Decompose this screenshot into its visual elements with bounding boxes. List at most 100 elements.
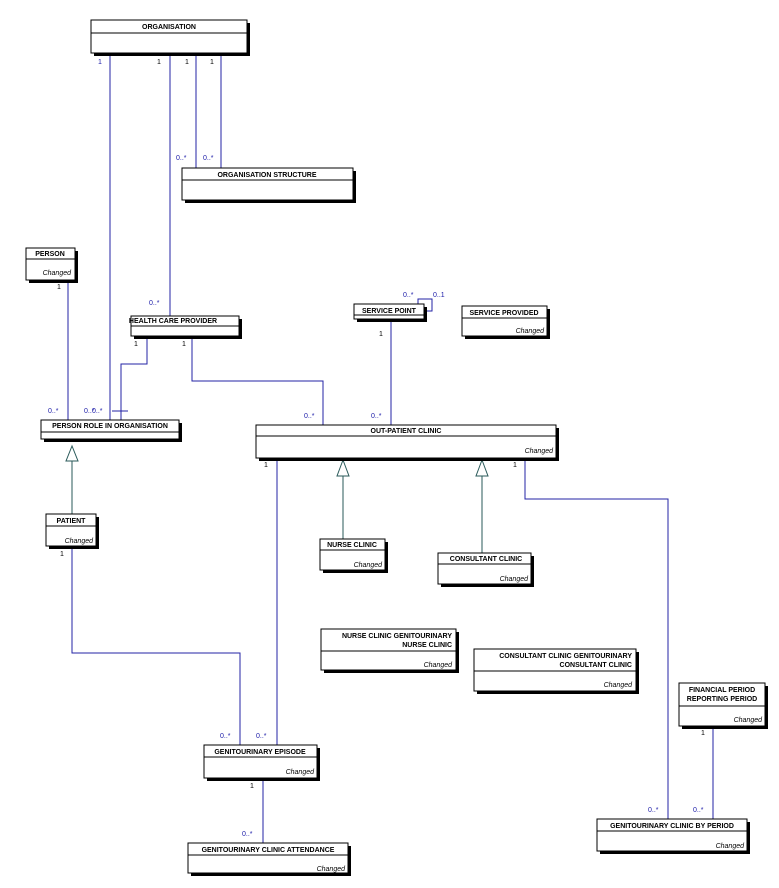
entity-organisation-structure[interactable]: ORGANISATION STRUCTURE bbox=[181, 167, 356, 203]
entity-consultant-clinic-genitourinary[interactable]: CONSULTANT CLINIC GENITOURINARY CONSULTA… bbox=[473, 648, 639, 694]
svg-text:1: 1 bbox=[157, 59, 161, 66]
svg-text:0..*: 0..* bbox=[48, 408, 59, 415]
entity-outpatient-clinic-status: Changed bbox=[525, 448, 555, 455]
svg-text:1: 1 bbox=[250, 783, 254, 790]
entity-outpatient-clinic-title: OUT-PATIENT CLINIC bbox=[371, 428, 442, 435]
entity-person-role-in-organisation[interactable]: PERSON ROLE IN ORGANISATION bbox=[40, 419, 182, 442]
entity-nurse-clinic-genitourinary[interactable]: NURSE CLINIC GENITOURINARY NURSE CLINIC … bbox=[320, 628, 459, 673]
svg-text:OUT-PATIENT CLINIC: OUT-PATIENT CLINIC bbox=[371, 428, 442, 435]
entity-nurse-clinic-gu-status: Changed bbox=[424, 662, 454, 669]
rel-hcp-outpatient-clinic[interactable] bbox=[191, 337, 324, 425]
mult-opc-one-period: 1 bbox=[513, 462, 517, 469]
entity-financial-period-title-2: REPORTING PERIOD bbox=[687, 696, 757, 703]
entity-health-care-provider[interactable]: HEALTH CARE PROVIDER bbox=[129, 315, 242, 339]
multiplicity-labels: 1 1 1 1 0..* 0..* 0..* 1 0..* 0..* 0..* … bbox=[48, 59, 705, 838]
svg-text:Changed: Changed bbox=[734, 717, 764, 724]
entity-genitourinary-clinic-by-period[interactable]: GENITOURINARY CLINIC BY PERIOD Changed bbox=[596, 818, 750, 854]
entity-gu-episode-status: Changed bbox=[286, 769, 316, 776]
entity-consultant-clinic[interactable]: CONSULTANT CLINIC Changed bbox=[437, 552, 534, 587]
mult-person-one: 1 bbox=[57, 284, 61, 291]
entity-person-title: PERSON bbox=[35, 251, 65, 258]
svg-text:ORGANISATION: ORGANISATION bbox=[142, 24, 196, 31]
svg-text:REPORTING PERIOD: REPORTING PERIOD bbox=[687, 696, 757, 703]
entity-organisation-structure-title: ORGANISATION STRUCTURE bbox=[217, 172, 316, 179]
entity-consultant-clinic-title: CONSULTANT CLINIC bbox=[450, 556, 522, 563]
entity-service-point-title: SERVICE POINT bbox=[362, 308, 417, 315]
generalisations bbox=[65, 444, 489, 553]
svg-text:0..*: 0..* bbox=[304, 413, 315, 420]
entity-gu-period-title: GENITOURINARY CLINIC BY PERIOD bbox=[610, 823, 734, 830]
entity-gu-attendance-status: Changed bbox=[317, 866, 347, 873]
entity-service-provided-status: Changed bbox=[516, 328, 546, 335]
mult-episode-many-opc: 0..* bbox=[256, 733, 267, 740]
mult-sp-one: 1 bbox=[379, 331, 383, 338]
entity-service-point[interactable]: SERVICE POINT bbox=[353, 303, 427, 322]
svg-text:Changed: Changed bbox=[424, 662, 454, 669]
mult-opc-one-episode: 1 bbox=[264, 462, 268, 469]
mult-role-many-hcp: 0..* bbox=[92, 408, 103, 415]
mult-patient-one: 1 bbox=[60, 551, 64, 558]
mult-sp-self-many: 0..* bbox=[403, 292, 414, 299]
entity-person-status: Changed bbox=[43, 270, 73, 277]
svg-text:NURSE CLINIC: NURSE CLINIC bbox=[402, 642, 452, 649]
svg-text:0..*: 0..* bbox=[648, 807, 659, 814]
mult-hcp-one-role: 1 bbox=[134, 341, 138, 348]
entity-financial-period[interactable]: FINANCIAL PERIOD REPORTING PERIOD Change… bbox=[678, 682, 768, 729]
svg-text:1: 1 bbox=[701, 730, 705, 737]
rel-hcp-person-role[interactable] bbox=[120, 337, 148, 425]
svg-text:PERSON: PERSON bbox=[35, 251, 65, 258]
entity-gu-episode-title: GENITOURINARY EPISODE bbox=[214, 749, 306, 756]
entity-service-provided[interactable]: SERVICE PROVIDED Changed bbox=[461, 305, 550, 339]
entity-gu-attendance-title: GENITOURINARY CLINIC ATTENDANCE bbox=[202, 847, 335, 854]
svg-text:1: 1 bbox=[98, 59, 102, 66]
svg-text:NURSE CLINIC GENITOURINARY: NURSE CLINIC GENITOURINARY bbox=[342, 633, 452, 640]
entity-genitourinary-episode[interactable]: GENITOURINARY EPISODE Changed bbox=[203, 744, 320, 781]
mult-org-struct-many-b: 0..* bbox=[203, 155, 214, 162]
entity-patient-title: PATIENT bbox=[57, 518, 87, 525]
entity-consultant-clinic-gu-status: Changed bbox=[604, 682, 634, 689]
svg-text:1: 1 bbox=[513, 462, 517, 469]
svg-text:FINANCIAL PERIOD: FINANCIAL PERIOD bbox=[689, 687, 755, 694]
mult-episode-one: 1 bbox=[250, 783, 254, 790]
entity-nurse-clinic-gu-title-2: NURSE CLINIC bbox=[402, 642, 452, 649]
mult-hcp-one-opc: 1 bbox=[182, 341, 186, 348]
mult-hcp-many: 0..* bbox=[149, 300, 160, 307]
mult-org-hcp-one: 1 bbox=[157, 59, 161, 66]
gen-arrow-nurse-clinic bbox=[336, 458, 350, 477]
svg-text:GENITOURINARY CLINIC BY PERIOD: GENITOURINARY CLINIC BY PERIOD bbox=[610, 823, 734, 830]
entity-outpatient-clinic[interactable]: OUT-PATIENT CLINIC Changed bbox=[255, 424, 559, 461]
svg-text:CONSULTANT CLINIC: CONSULTANT CLINIC bbox=[450, 556, 522, 563]
svg-text:0..*: 0..* bbox=[176, 155, 187, 162]
entity-service-provided-title: SERVICE PROVIDED bbox=[469, 310, 538, 317]
entity-organisation[interactable]: ORGANISATION bbox=[90, 19, 250, 56]
svg-text:CONSULTANT CLINIC: CONSULTANT CLINIC bbox=[560, 662, 632, 669]
mult-fin-one: 1 bbox=[701, 730, 705, 737]
svg-text:SERVICE POINT: SERVICE POINT bbox=[362, 308, 417, 315]
svg-text:Changed: Changed bbox=[354, 562, 384, 569]
rel-service-point-self[interactable] bbox=[417, 298, 433, 312]
svg-text:1: 1 bbox=[57, 284, 61, 291]
svg-text:Changed: Changed bbox=[716, 843, 746, 850]
entity-consultant-clinic-gu-title-2: CONSULTANT CLINIC bbox=[560, 662, 632, 669]
svg-text:1: 1 bbox=[264, 462, 268, 469]
entity-consultant-clinic-gu-title-1: CONSULTANT CLINIC GENITOURINARY bbox=[499, 653, 632, 660]
entity-genitourinary-clinic-attendance[interactable]: GENITOURINARY CLINIC ATTENDANCE Changed bbox=[187, 842, 351, 876]
entity-person-role-title: PERSON ROLE IN ORGANISATION bbox=[52, 423, 168, 430]
rel-outpatient-clinic-gu-period[interactable] bbox=[524, 459, 669, 819]
entity-hcp-title: HEALTH CARE PROVIDER bbox=[129, 318, 217, 325]
svg-text:0..*: 0..* bbox=[92, 408, 103, 415]
mult-role-many-org: 0..* bbox=[84, 408, 95, 415]
mult-org-struct-many-a: 0..* bbox=[176, 155, 187, 162]
entity-gu-period-status: Changed bbox=[716, 843, 746, 850]
entity-patient[interactable]: PATIENT Changed bbox=[45, 513, 99, 549]
rel-patient-gu-episode[interactable] bbox=[71, 547, 241, 745]
svg-text:Changed: Changed bbox=[604, 682, 634, 689]
mult-period-many-opc: 0..* bbox=[648, 807, 659, 814]
svg-text:PATIENT: PATIENT bbox=[57, 518, 87, 525]
entity-person[interactable]: PERSON Changed bbox=[25, 247, 78, 283]
svg-text:0..*: 0..* bbox=[403, 292, 414, 299]
entity-consultant-clinic-status: Changed bbox=[500, 576, 530, 583]
mult-opc-many-sp: 0..* bbox=[371, 413, 382, 420]
entity-nurse-clinic[interactable]: NURSE CLINIC Changed bbox=[319, 538, 388, 573]
svg-text:NURSE CLINIC: NURSE CLINIC bbox=[327, 542, 377, 549]
